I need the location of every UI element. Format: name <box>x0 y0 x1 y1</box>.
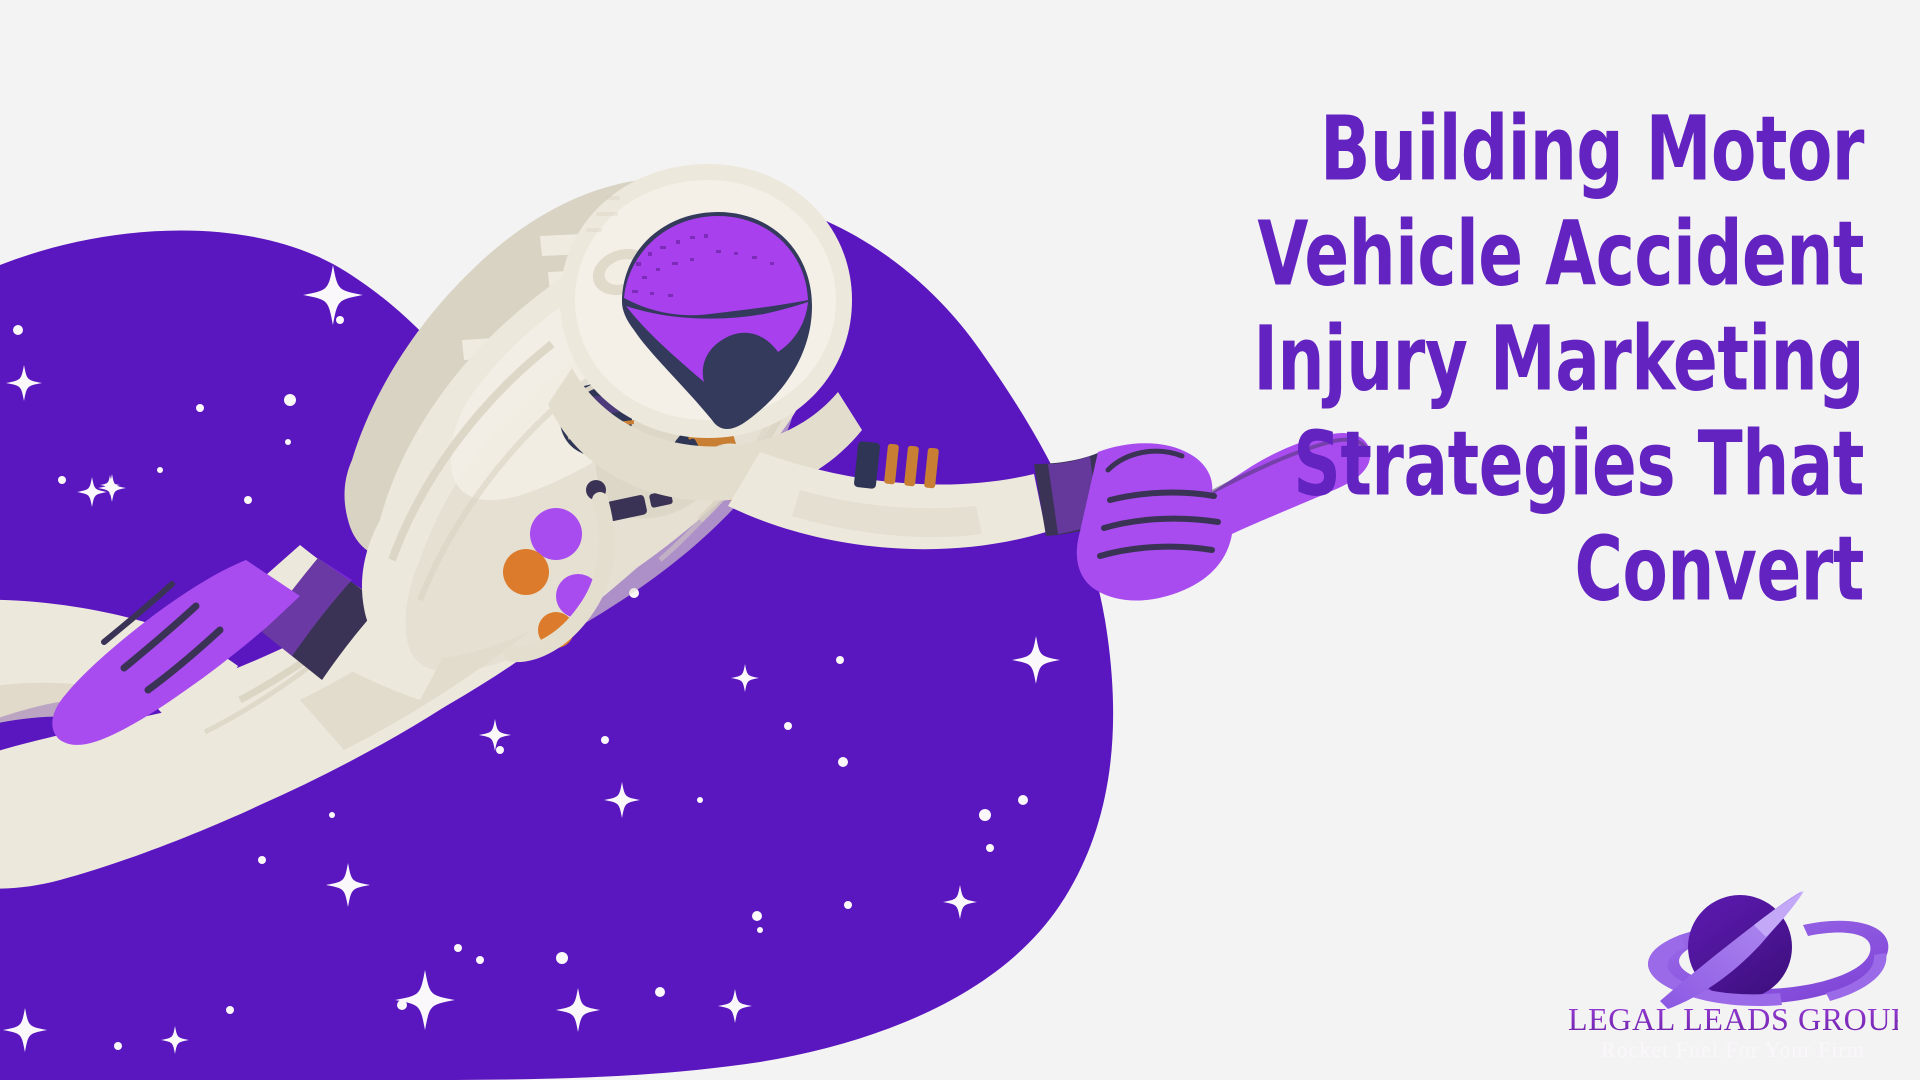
astronaut-figure <box>0 164 1371 889</box>
star-dot <box>784 722 792 730</box>
star-dot <box>838 757 848 767</box>
star-dot <box>196 404 204 412</box>
star-dot <box>697 797 703 803</box>
star-sparkle <box>479 719 511 751</box>
star-sparkle <box>1012 636 1060 684</box>
logo-brand-name: LEGAL LEADS GROUP <box>1568 1001 1910 1037</box>
star-sparkles <box>3 265 1060 1054</box>
star-sparkle <box>395 970 455 1030</box>
headline-line-3: Injury Marketing <box>1253 306 1864 411</box>
logo-tagline: Rocket Fuel For Your Firm <box>1601 1037 1865 1062</box>
star-dot <box>601 736 609 744</box>
purple-badge <box>530 508 582 560</box>
star-sparkle <box>100 475 120 495</box>
astronaut-right-arm <box>728 432 1371 601</box>
star-sparkle <box>731 664 759 692</box>
star-sparkle <box>943 885 977 919</box>
star-sparkle <box>6 365 42 401</box>
star-dot <box>1018 795 1028 805</box>
headline-line-4: Strategies That <box>1293 411 1864 516</box>
star-dot <box>114 1042 122 1050</box>
star-dot <box>986 844 994 852</box>
star-dot <box>476 956 484 964</box>
headline-line-2: Vehicle Accident <box>1257 201 1864 306</box>
star-sparkle <box>718 989 752 1023</box>
star-sparkle <box>303 265 363 325</box>
star-dot <box>258 856 266 864</box>
star-dot <box>336 316 344 324</box>
star-dot <box>397 1000 407 1010</box>
star-dot <box>844 901 852 909</box>
star-dot <box>13 325 23 335</box>
star-dot <box>836 656 844 664</box>
star-dot <box>226 1006 234 1014</box>
star-dot <box>655 987 665 997</box>
star-dot <box>285 439 291 445</box>
star-sparkle <box>556 988 600 1032</box>
star-sparkle <box>98 474 126 502</box>
star-dot <box>157 467 163 473</box>
planet-rocket-icon <box>1648 891 1889 1009</box>
star-dot <box>757 927 763 933</box>
astronaut-visor <box>622 212 812 429</box>
star-sparkle <box>604 782 640 818</box>
pointing-hand[interactable] <box>1076 432 1371 601</box>
orange-badge <box>503 549 549 595</box>
arm-stripes <box>854 441 939 489</box>
star-dot <box>244 496 252 504</box>
headline-line-5: Convert <box>1574 516 1864 621</box>
star-dot <box>752 911 762 921</box>
astronaut-helmet <box>548 164 862 501</box>
star-sparkle <box>3 1008 47 1052</box>
headline: Building Motor Vehicle Accident Injury M… <box>1034 96 1864 621</box>
star-sparkle <box>161 1026 189 1054</box>
star-dot <box>329 812 335 818</box>
star-dot <box>58 476 66 484</box>
star-dot <box>556 952 568 964</box>
star-dot <box>454 944 462 952</box>
star-dots <box>13 316 1028 1050</box>
legal-leads-group-logo[interactable]: LEGAL LEADS GROUP Rocket Fuel For Your F… <box>1568 877 1910 1072</box>
star-dot <box>979 809 991 821</box>
star-dot <box>284 394 296 406</box>
astronaut-left-arm <box>52 545 455 745</box>
headline-line-1: Building Motor <box>1320 96 1864 201</box>
star-sparkle <box>326 863 370 907</box>
star-sparkle <box>77 477 107 507</box>
starfield <box>3 265 1060 1054</box>
star-dot <box>496 746 504 754</box>
